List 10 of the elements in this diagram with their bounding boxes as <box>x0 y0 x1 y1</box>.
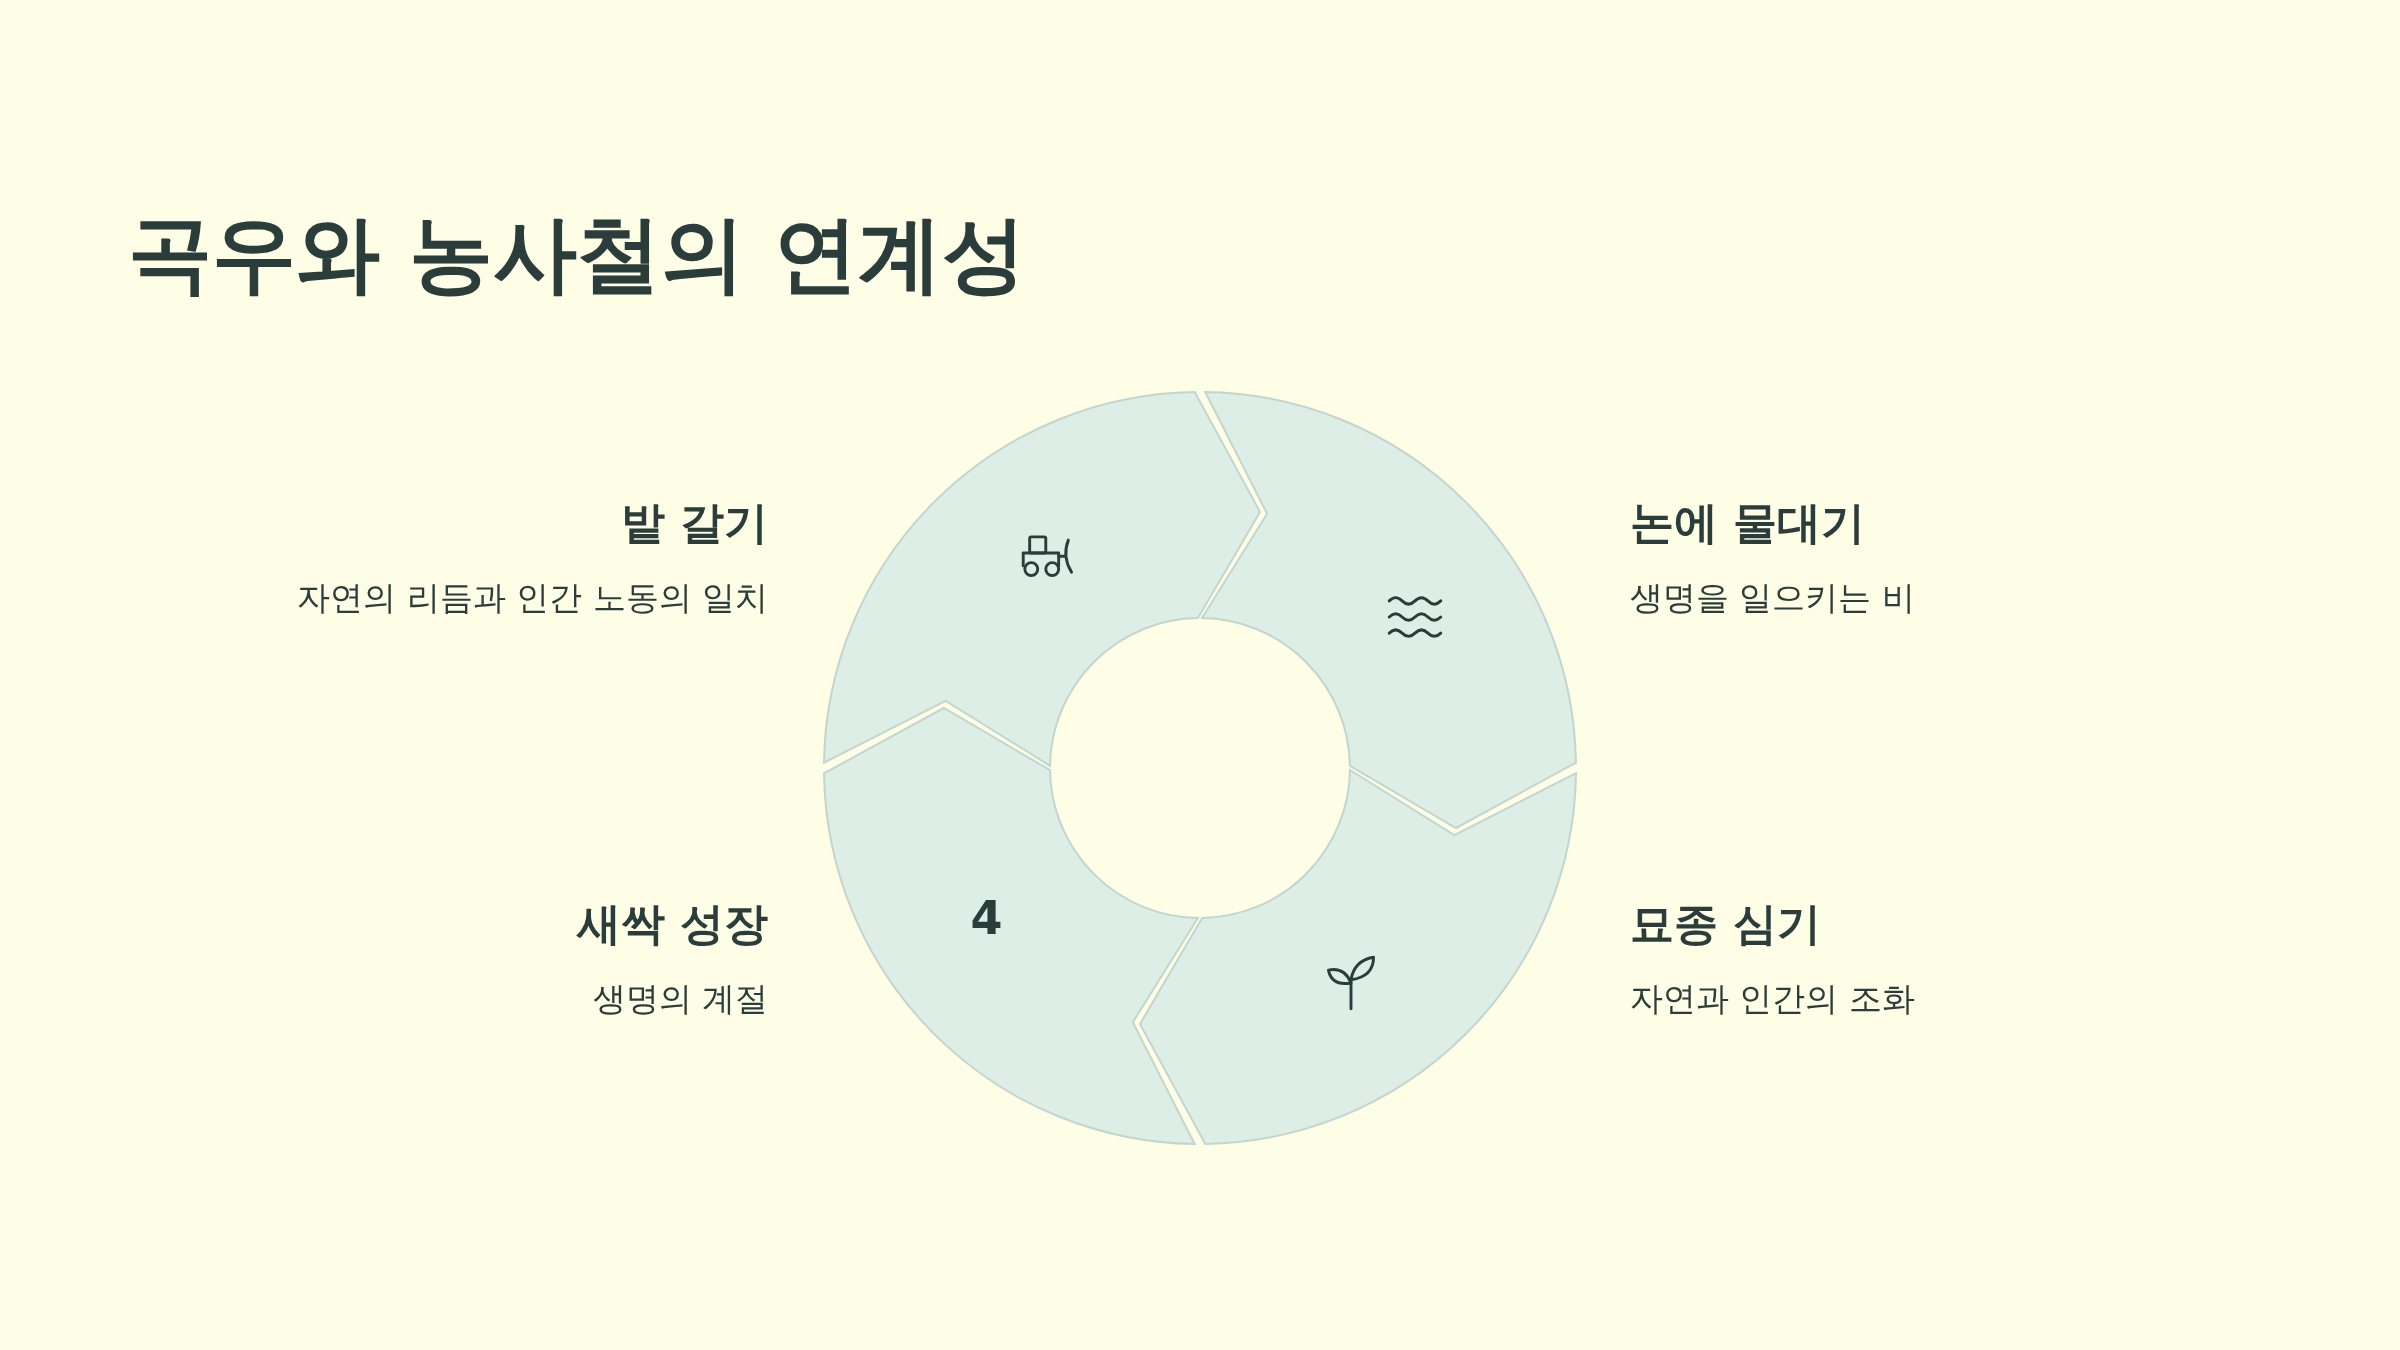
step-description: 자연의 리듬과 인간 노동의 일치 <box>297 577 768 619</box>
step-heading: 논에 물대기 <box>1630 496 1866 550</box>
step-description: 생명을 일으키는 비 <box>1630 577 1915 619</box>
step-description: 생명의 계절 <box>592 978 768 1020</box>
title: 곡우와 농사철의 연계성 <box>128 204 1027 305</box>
step-heading: 새싹 성장 <box>576 897 768 951</box>
step-heading: 묘종 심기 <box>1630 897 1822 951</box>
step-number: 4 <box>970 894 1003 941</box>
step-heading: 밭 갈기 <box>620 496 768 550</box>
step-description: 자연과 인간의 조화 <box>1630 978 1915 1020</box>
